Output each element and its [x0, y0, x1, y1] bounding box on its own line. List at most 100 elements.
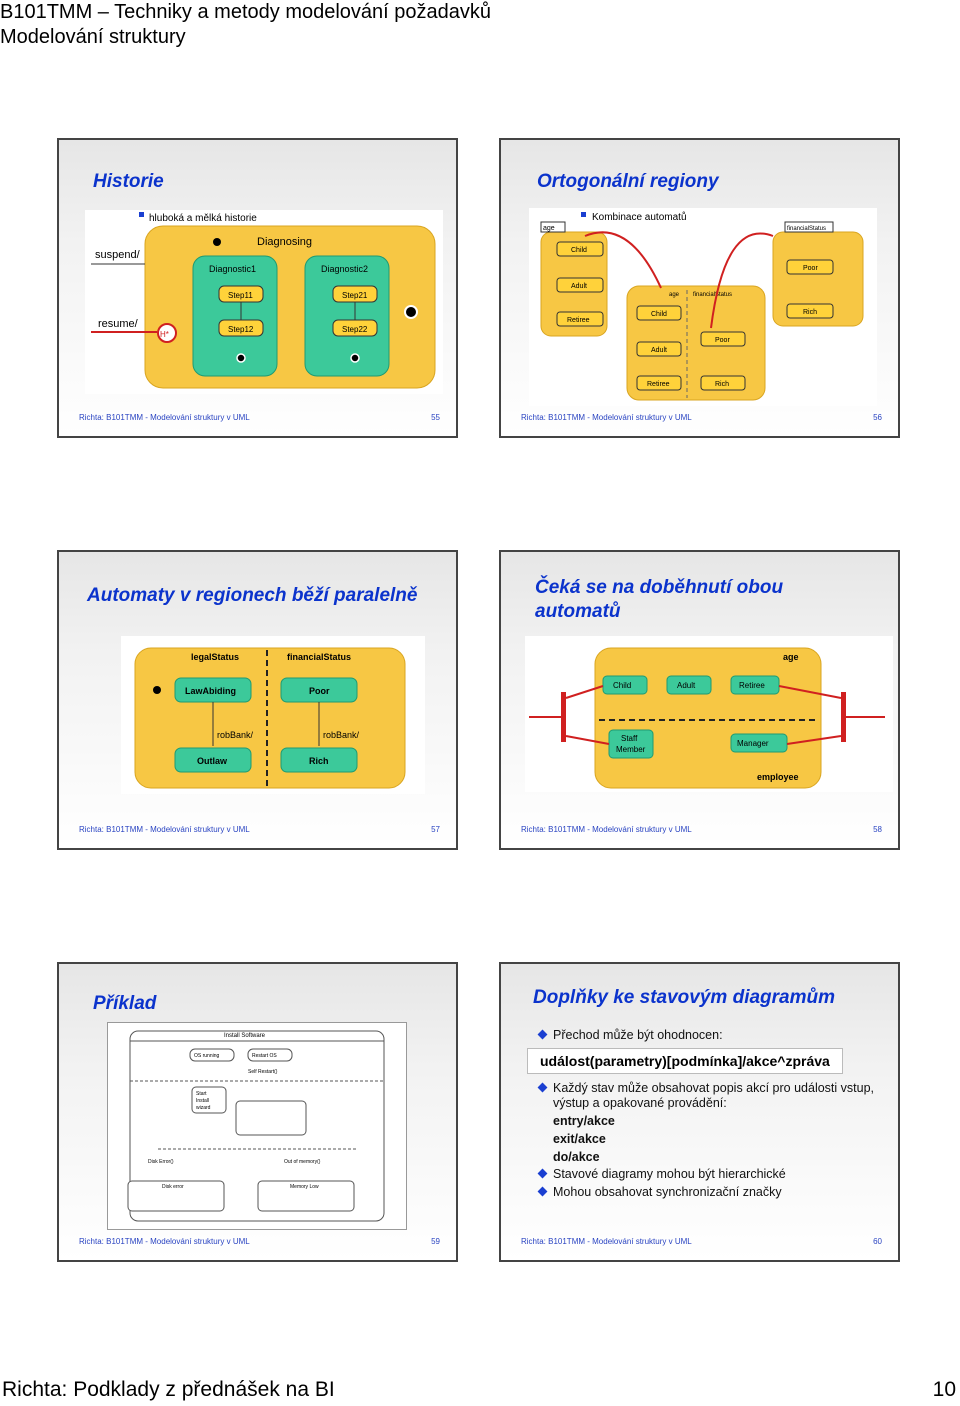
state-label: Diagnosing	[257, 236, 312, 248]
transition-syntax: událost(parametry)[podmínka]/akce^zpráva	[527, 1048, 843, 1074]
slide-footer: Richta: B101TMM - Modelování struktury v…	[521, 1237, 692, 1246]
slide-title: Doplňky ke stavovým diagramům	[533, 987, 835, 1008]
slide-title: Čeká se na doběhnutí obou automatů	[535, 576, 783, 624]
svg-text:Child: Child	[571, 247, 587, 254]
state-diagnosing	[144, 225, 436, 389]
page-header: B101TMM – Techniky a metody modelování p…	[0, 0, 491, 50]
history-svg: hluboká a mělká historie Diagnosing Diag…	[91, 212, 436, 389]
svg-text:robBank/: robBank/	[217, 730, 254, 740]
svg-text:Out of memory(): Out of memory()	[284, 1159, 321, 1165]
slide-55: Historie hluboká a mělká historie Diagno…	[57, 138, 458, 438]
diamond-bullet-icon	[537, 1168, 548, 1179]
arrow-right	[710, 232, 774, 329]
diagram-parallel: legalStatus financialStatus LawAbiding P…	[121, 636, 425, 794]
header-line1: B101TMM – Techniky a metody modelování p…	[0, 1, 492, 23]
diamond-bullet-icon	[537, 1082, 548, 1093]
svg-text:Child: Child	[613, 681, 631, 690]
header-line2: Modelování struktury	[0, 26, 186, 48]
action-do: do/akce	[553, 1150, 600, 1164]
slide-footer: Richta: B101TMM - Modelování struktury v…	[521, 413, 692, 422]
diagram-example: Install Software OS running Restart OS S…	[107, 1022, 407, 1230]
state-diagnostic2	[304, 255, 390, 377]
svg-text:age: age	[669, 292, 680, 298]
svg-text:Retiree: Retiree	[567, 317, 590, 324]
svg-text:Manager: Manager	[737, 739, 769, 748]
action-exit: exit/akce	[553, 1132, 606, 1146]
bullet-text: Kombinace automatů	[592, 211, 687, 223]
svg-text:Staff: Staff	[621, 734, 638, 743]
bullet-item: Přechod může být ohodnocen:	[537, 1028, 723, 1043]
svg-text:Install: Install	[196, 1098, 209, 1104]
svg-text:Member: Member	[616, 745, 646, 754]
svg-text:Restart OS: Restart OS	[252, 1053, 277, 1059]
final-node	[404, 305, 418, 319]
svg-text:Poor: Poor	[803, 265, 818, 272]
svg-text:age: age	[783, 652, 799, 662]
svg-text:LawAbiding: LawAbiding	[185, 686, 236, 696]
svg-text:employee: employee	[757, 772, 799, 782]
parallel-svg: legalStatus financialStatus LawAbiding P…	[134, 647, 406, 789]
svg-text:wizard: wizard	[196, 1105, 211, 1111]
slide-59: Příklad Install Software OS running Rest…	[57, 962, 458, 1262]
join-svg: age Child Adult Retiree Staff Member Man…	[529, 647, 885, 789]
svg-text:Poor: Poor	[309, 686, 330, 696]
svg-text:Rich: Rich	[803, 309, 817, 316]
step12-label: Step12	[228, 325, 254, 334]
slide-footer: Richta: B101TMM - Modelování struktury v…	[79, 825, 250, 834]
bullet-item: Mohou obsahovat synchronizační značky	[537, 1185, 782, 1200]
slide-title: Historie	[93, 171, 164, 192]
slide-title: Příklad	[93, 993, 157, 1014]
diag1-label: Diagnostic1	[209, 264, 256, 274]
initial-node	[213, 238, 221, 246]
suspend-label: suspend/	[95, 249, 141, 261]
svg-text:financialStatus: financialStatus	[787, 226, 826, 232]
svg-text:Rich: Rich	[309, 756, 329, 766]
bullet-item: Každý stav může obsahovat popis akcí pro…	[537, 1081, 874, 1111]
history-label: H*	[160, 330, 169, 339]
slide-title: Automaty v regionech běží paralelně	[87, 585, 418, 606]
diagram-join: age Child Adult Retiree Staff Member Man…	[525, 636, 893, 792]
slide-number: 56	[873, 413, 882, 422]
bullet-icon	[139, 212, 144, 217]
page-footer: Richta: Podklady z přednášek na BI	[2, 1378, 335, 1401]
fork-bar	[561, 692, 566, 742]
step22-label: Step22	[342, 325, 368, 334]
svg-text:Adult: Adult	[677, 681, 696, 690]
svg-text:Poor: Poor	[715, 337, 730, 344]
svg-text:financialStatus: financialStatus	[693, 292, 732, 298]
resume-label: resume/	[98, 318, 139, 330]
step21-label: Step21	[342, 291, 368, 300]
page-number: 10	[932, 1378, 956, 1401]
slide-57: Automaty v regionech běží paralelně lega…	[57, 550, 458, 850]
action-entry: entry/akce	[553, 1114, 615, 1128]
svg-text:Disk Error(): Disk Error()	[148, 1159, 174, 1165]
svg-text:Adult: Adult	[571, 283, 587, 290]
title-line1: Čeká se na doběhnutí obou	[535, 577, 784, 598]
svg-text:Outlaw: Outlaw	[197, 756, 228, 766]
slide-58: Čeká se na doběhnutí obou automatů age C…	[499, 550, 900, 850]
slide-number: 58	[873, 825, 882, 834]
svg-text:Adult: Adult	[651, 347, 667, 354]
slide-footer: Richta: B101TMM - Modelování struktury v…	[521, 825, 692, 834]
bullet-item: Stavové diagramy mohou být hierarchické	[537, 1167, 786, 1182]
svg-text:Install Software: Install Software	[224, 1033, 266, 1039]
orthogonal-svg: Kombinace automatů age Child Adult Retir…	[540, 211, 864, 401]
slide-title: Ortogonální regiony	[537, 171, 719, 192]
slide-60: Doplňky ke stavovým diagramům Přechod mů…	[499, 962, 900, 1262]
bullet-icon	[581, 212, 586, 217]
svg-text:financialStatus: financialStatus	[287, 652, 351, 662]
state-diagnostic1	[192, 255, 278, 377]
arrow-left	[584, 231, 662, 289]
svg-text:Rich: Rich	[715, 381, 729, 388]
bullet-text: hluboká a mělká historie	[149, 213, 257, 224]
svg-text:Self Restart(): Self Restart()	[248, 1069, 278, 1075]
slide-footer: Richta: B101TMM - Modelování struktury v…	[79, 413, 250, 422]
diagram-history: hluboká a mělká historie Diagnosing Diag…	[85, 210, 443, 394]
svg-text:OS running: OS running	[194, 1053, 220, 1059]
slide-number: 60	[873, 1237, 882, 1246]
svg-text:legalStatus: legalStatus	[191, 652, 239, 662]
slide-number: 59	[431, 1237, 440, 1246]
step11-label: Step11	[228, 291, 253, 300]
diagram-orthogonal: Kombinace automatů age Child Adult Retir…	[529, 208, 877, 406]
example-svg: Install Software OS running Restart OS S…	[127, 1030, 385, 1222]
